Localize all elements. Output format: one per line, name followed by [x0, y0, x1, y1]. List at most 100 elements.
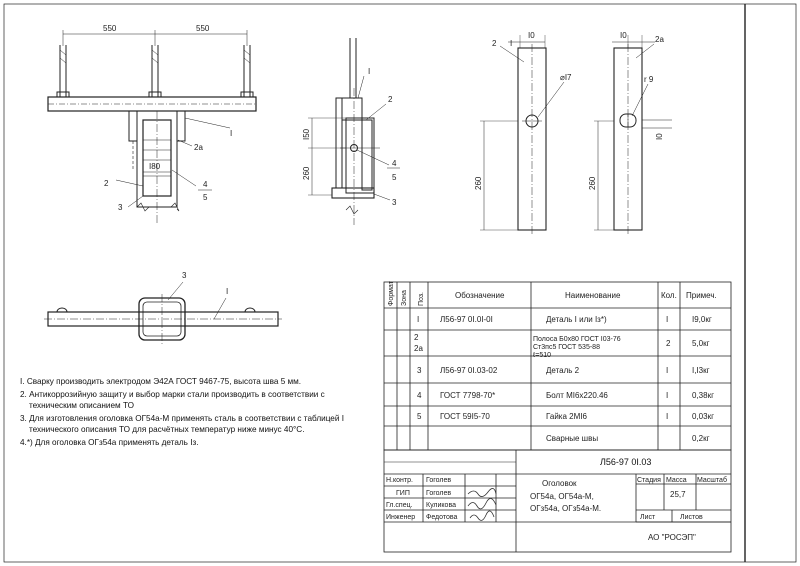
dim-260-detail2a: 260: [588, 176, 597, 190]
spec-header-qty: Кол.: [661, 291, 677, 300]
spec-row-4-qty: I: [666, 391, 668, 400]
dim-10-detail2a: I0: [620, 31, 627, 40]
callout-1-side: I: [368, 67, 370, 76]
spec-row-3-pos: 3: [417, 366, 422, 375]
callout-3-plan: 3: [182, 271, 187, 280]
dim-10-detail2: I0: [528, 31, 535, 40]
role-4: Инженер: [386, 514, 415, 521]
front-view: [47, 30, 257, 225]
plan-view: [44, 281, 282, 344]
dim-260-side: 260: [302, 166, 311, 180]
note-1: I. Сварку производить электродом Э42А ГО…: [20, 377, 302, 386]
dim-260-detail2: 260: [474, 176, 483, 190]
scale-header: Масштаб: [697, 476, 727, 484]
spec-row-2-note: 5,0кг: [692, 339, 710, 348]
callout-1-detail: I: [510, 39, 512, 48]
role-2: ГИП: [396, 490, 410, 497]
dim-radius-9: r 9: [644, 75, 654, 84]
name-4: Федотова: [426, 514, 458, 521]
name-3: Куликова: [426, 502, 456, 509]
sheets-header: Листов: [680, 514, 703, 521]
note-4: 4.*) Для оголовка ОГз54а применять детал…: [20, 438, 199, 447]
callout-2-front: 2: [104, 179, 109, 188]
title-line-1: Оголовок: [542, 479, 577, 488]
role-1: Н.контр.: [386, 477, 413, 484]
dimension-labels: 550 550 I80 I50 260 260 260 I0 I0 I0 ⌀I7…: [103, 24, 664, 190]
spec-table-header: Формат Зона Поз. Обозначение Наименовани…: [388, 280, 717, 306]
dim-550-left: 550: [103, 24, 117, 33]
dim-150: I50: [302, 128, 311, 140]
spec-row-1-qty: I: [666, 315, 668, 324]
spec-row-2-pos-b: 2а: [414, 344, 423, 353]
callout-2a-front: 2а: [194, 143, 203, 152]
spec-row-1-name: Деталь I или Iз*): [546, 315, 607, 324]
callout-2-detail: 2: [492, 39, 497, 48]
spec-row-5-note: 0,03кг: [692, 412, 714, 421]
spec-row-2-qty: 2: [666, 339, 671, 348]
dim-180: I80: [149, 162, 161, 171]
mass-value: 25,7: [670, 490, 686, 499]
spec-header-format: Формат: [388, 280, 395, 306]
spec-row-5-pos: 5: [417, 412, 422, 421]
callout-4-side: 4: [392, 159, 397, 168]
spec-row-5-code: ГОСТ 59I5-70: [440, 412, 490, 421]
callout-2-side: 2: [388, 95, 393, 104]
spec-header-pos: Поз.: [418, 292, 425, 306]
spec-row-5-name: Гайка 2МI6: [546, 412, 587, 421]
callout-1-plan: I: [226, 287, 228, 296]
signature-3: [469, 510, 495, 521]
callout-3-side: 3: [392, 198, 397, 207]
detail-plate-2: [480, 35, 565, 236]
spec-row-3-code: Л56-97 0I.03-02: [440, 366, 498, 375]
callout-1-front: I: [230, 129, 232, 138]
signature-2: [467, 498, 497, 510]
sheet-outer-border: [3, 3, 797, 563]
spec-row-4-name: Болт МI6х220.46: [546, 391, 608, 400]
spec-header-note: Примеч.: [686, 291, 717, 300]
dim-10-slot: I0: [655, 133, 664, 140]
title-line-2: ОГ54а, ОГ54а-М,: [530, 492, 594, 501]
name-1: Гоголев: [426, 477, 451, 484]
spec-header-code: Обозначение: [455, 291, 505, 300]
callout-2a-detail: 2а: [655, 35, 664, 44]
spec-row-3-note: I,I3кг: [692, 366, 710, 375]
spec-row-4-note: 0,38кг: [692, 391, 714, 400]
detail-plate-2a: [594, 35, 672, 236]
title-block-grid: [383, 449, 732, 553]
role-3: Гл.спец.: [386, 502, 413, 509]
callout-labels: I 2а 2 3 4 5 I 2 4 5 3 2 I 2а 3 I: [104, 35, 664, 296]
spec-row-3-name: Деталь 2: [546, 366, 580, 375]
callout-3-front: 3: [118, 203, 123, 212]
spec-header-zone: Зона: [401, 290, 408, 306]
spec-row-2-pos-a: 2: [414, 333, 419, 342]
side-view: [308, 38, 400, 225]
spec-row-5-qty: I: [666, 412, 668, 421]
general-notes: I. Сварку производить электродом Э42А ГО…: [20, 376, 365, 450]
spec-row-4-pos: 4: [417, 391, 422, 400]
spec-row-6-name: Сварные швы: [546, 434, 598, 443]
dim-hole-17: ⌀I7: [560, 73, 572, 82]
note-3: 3. Для изготовления оголовка ОГ54а-М при…: [20, 414, 344, 434]
title-block: Л56-97 0I.03 Оголовок ОГ54а, ОГ54а-М, ОГ…: [386, 457, 727, 542]
callout-5-front: 5: [203, 193, 208, 202]
stage-header: Стадия: [637, 477, 661, 484]
spec-row-1-code: Л56-97 0I.0I-0I: [440, 315, 493, 324]
organization: АО "РОСЭП": [648, 533, 696, 542]
mass-header: Масса: [666, 477, 687, 484]
sheet-header: Лист: [640, 514, 656, 521]
title-line-3: ОГз54а, ОГз54а-М.: [530, 504, 601, 513]
spec-header-name: Наименование: [565, 291, 621, 300]
spec-row-1-note: I9,0кг: [692, 315, 712, 324]
document-code: Л56-97 0I.03: [600, 457, 651, 467]
spec-row-3-qty: I: [666, 366, 668, 375]
name-2: Гоголев: [426, 490, 451, 497]
spec-row-1-pos: I: [417, 315, 419, 324]
spec-table-grid: [383, 281, 732, 451]
spec-table-rows: I Л56-97 0I.0I-0I Деталь I или Iз*) I I9…: [414, 315, 714, 443]
spec-row-6-note: 0,2кг: [692, 434, 710, 443]
callout-5-side: 5: [392, 173, 397, 182]
signature-1: [467, 488, 497, 497]
